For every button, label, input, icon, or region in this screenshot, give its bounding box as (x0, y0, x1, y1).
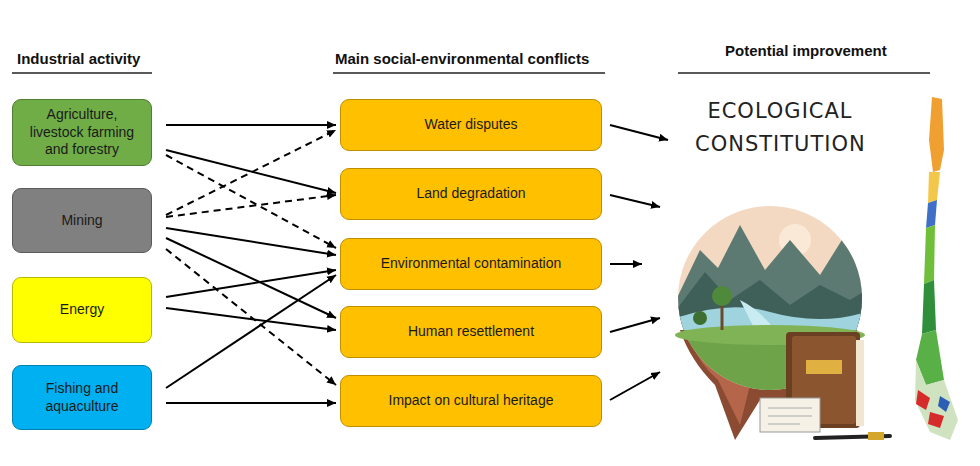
arrow-connector (166, 238, 336, 318)
arrow-connector (166, 124, 336, 126)
activity-box: Fishing and aquaculture (12, 365, 152, 430)
illustrated-target: ECOLOGICAL CONSTITUTION (660, 90, 900, 435)
column-heading: Main social-environmental conflicts (335, 50, 589, 67)
arrow-connector (166, 195, 336, 217)
box-label: Agriculture, livestock farming and fores… (21, 106, 143, 159)
arrow-connector (166, 275, 336, 388)
arrow-connector (610, 372, 660, 400)
activity-box: Agriculture, livestock farming and fores… (12, 99, 152, 166)
box-label: Land degradation (417, 185, 526, 203)
conflict-box: Impact on cultural heritage (340, 375, 602, 427)
arrow-connector (610, 318, 660, 332)
box-label: Fishing and aquaculture (21, 380, 143, 415)
column-heading: Industrial activity (17, 50, 140, 67)
arrow-connector (166, 150, 336, 193)
chile-map (915, 97, 958, 440)
heading-underline (12, 72, 152, 74)
activity-box: Energy (12, 277, 152, 343)
column-heading: Potential improvement (725, 42, 887, 59)
box-label: Water disputes (425, 116, 518, 134)
heading-underline (333, 72, 605, 74)
arrow-connector (166, 249, 336, 385)
box-label: Mining (61, 212, 102, 230)
ecology-illustration (675, 204, 890, 440)
arrow-connector (166, 402, 336, 404)
illustration-heading: ECOLOGICAL CONSTITUTION (695, 95, 865, 160)
arrow-connector (610, 195, 660, 207)
arrow-connector (610, 263, 642, 265)
conflict-box: Water disputes (340, 99, 602, 151)
conflict-box: Land degradation (340, 168, 602, 220)
arrow-connector (166, 308, 336, 330)
box-label: Human resettlement (408, 323, 534, 341)
box-label: Energy (60, 301, 104, 319)
arrow-connector (610, 125, 668, 140)
activity-box: Mining (12, 188, 152, 253)
box-label: Impact on cultural heritage (389, 392, 554, 410)
arrow-connector (166, 130, 336, 215)
box-label: Environmental contamination (381, 255, 562, 273)
conflict-box: Environmental contamination (340, 238, 602, 290)
conflict-box: Human resettlement (340, 306, 602, 358)
heading-underline (678, 72, 930, 74)
